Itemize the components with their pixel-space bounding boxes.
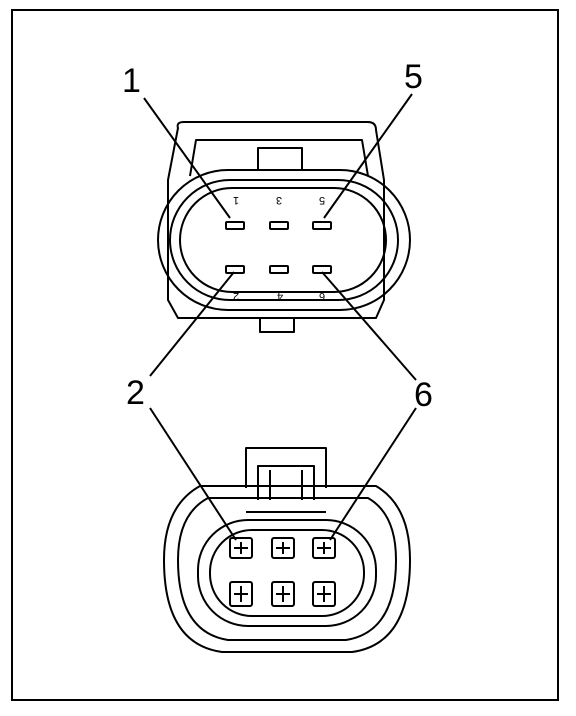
top-pin-2 xyxy=(225,265,245,274)
bottom-connector-cavity xyxy=(209,529,365,617)
leader-line-6-top xyxy=(321,271,417,381)
top-connector xyxy=(157,121,411,333)
top-pin-number-4: 4 xyxy=(277,290,283,302)
leader-line-5 xyxy=(323,93,413,219)
bottom-connector-housing-inner xyxy=(177,497,397,641)
bottom-connector-sockets xyxy=(229,537,336,607)
top-pin-6 xyxy=(312,265,332,274)
bottom-socket-6 xyxy=(312,537,336,559)
top-connector-cavity-wall xyxy=(179,187,387,293)
callout-2: 2 xyxy=(126,374,145,412)
bottom-socket-1 xyxy=(229,581,253,607)
diagram-frame xyxy=(11,9,559,701)
bottom-socket-3 xyxy=(271,581,295,607)
bottom-connector-latch-inner xyxy=(257,465,315,500)
bottom-socket-5 xyxy=(312,581,336,607)
top-connector-key xyxy=(259,317,295,333)
top-connector-outer-seal xyxy=(157,169,411,311)
bottom-connector-seal xyxy=(197,519,377,627)
leader-line-6-bottom xyxy=(329,407,417,541)
leader-line-1 xyxy=(143,97,231,219)
top-connector-inner-seal xyxy=(169,179,399,301)
top-connector-latch xyxy=(257,147,303,171)
top-connector-housing xyxy=(167,121,385,319)
top-pin-5 xyxy=(312,221,332,230)
bottom-socket-2 xyxy=(229,537,253,559)
top-pin-4 xyxy=(269,265,289,274)
leader-line-2-top xyxy=(149,271,235,377)
leader-line-2-bottom xyxy=(149,407,237,541)
callout-1: 1 xyxy=(122,62,141,100)
callout-5: 5 xyxy=(404,58,423,96)
bottom-connector-latch-outer xyxy=(245,447,327,488)
leader-lines xyxy=(143,93,417,541)
top-pin-3 xyxy=(269,221,289,230)
top-pin-number-1: 1 xyxy=(233,194,239,206)
bottom-socket-4 xyxy=(271,537,295,559)
bottom-connector xyxy=(163,447,411,653)
bottom-connector-housing xyxy=(163,485,411,653)
top-pin-number-2: 2 xyxy=(233,290,239,302)
top-pin-1 xyxy=(225,221,245,230)
top-connector-inner-frame xyxy=(189,139,369,177)
top-connector-pins xyxy=(225,221,332,274)
top-pin-number-3: 3 xyxy=(276,194,282,206)
top-pin-number-6: 6 xyxy=(319,290,325,302)
callout-6: 6 xyxy=(414,376,433,414)
top-pin-number-5: 5 xyxy=(319,194,325,206)
top-connector-pin-numbers: 1 3 5 2 4 6 xyxy=(233,194,325,302)
